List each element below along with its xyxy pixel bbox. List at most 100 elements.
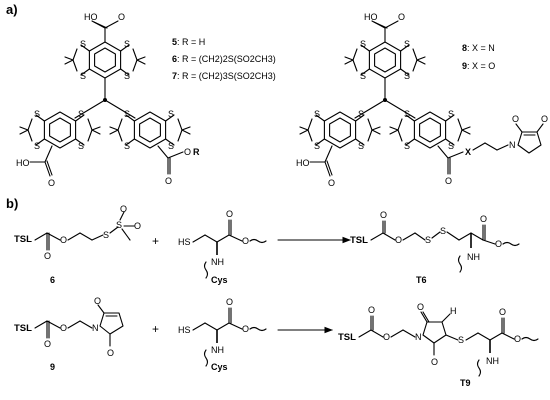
svg-text:TSL: TSL [14, 234, 32, 245]
svg-text:O: O [328, 178, 335, 188]
svg-text:HO: HO [16, 158, 30, 168]
svg-text:O: O [445, 176, 452, 186]
svg-text:S: S [124, 71, 130, 81]
svg-text:O: O [495, 239, 502, 249]
svg-text:S: S [80, 71, 86, 81]
svg-text:O: O [118, 12, 125, 22]
svg-text:TSL: TSL [338, 332, 356, 343]
svg-text:S: S [80, 39, 86, 49]
svg-text:S: S [360, 39, 366, 49]
legend-r-groups: 5: R = H 6: R = (CH2)2S(SO2CH3) 7: R = (… [172, 37, 276, 81]
svg-text:O: O [60, 323, 67, 333]
compound-label-t6: T6 [416, 275, 427, 285]
svg-text:O: O [242, 324, 249, 334]
svg-text:O: O [48, 178, 55, 188]
svg-text:O: O [431, 357, 438, 367]
svg-text:HS: HS [178, 325, 191, 335]
svg-text:O: O [499, 307, 506, 317]
svg-text:S: S [358, 141, 364, 151]
svg-text:O: O [514, 334, 521, 344]
svg-text:O: O [383, 332, 390, 342]
svg-text:O: O [226, 209, 233, 219]
svg-text:S: S [168, 109, 174, 119]
svg-text:O: O [395, 235, 402, 245]
svg-text:O: O [226, 297, 233, 307]
svg-text:+: + [152, 234, 159, 248]
svg-text:S: S [358, 109, 364, 119]
svg-text:O: O [44, 339, 51, 349]
reaction-row-2: TSL O O N O O 9 + HS NH O O [14, 296, 539, 388]
product-t6: TSL O O S S NH O O T6 [350, 210, 520, 285]
cysteine-residue-1: HS NH O O Cys [178, 209, 267, 285]
svg-text:S: S [124, 109, 130, 119]
compound-label-9: 9 [50, 362, 55, 372]
svg-text:O: O [107, 348, 114, 358]
legend-line-5: 5: R = H [172, 37, 205, 47]
svg-text:N: N [92, 323, 99, 333]
svg-text:S: S [78, 141, 84, 151]
svg-text:NH: NH [211, 345, 224, 355]
reaction-row-1: TSL O O S S O O 6 + HS NH O [14, 204, 520, 285]
svg-text:+: + [152, 322, 159, 336]
svg-text:NH: NH [211, 257, 224, 267]
svg-text:TSL: TSL [350, 235, 368, 246]
svg-text:O: O [541, 114, 548, 124]
legend-line-8: 8: X = N [462, 43, 495, 53]
legend-line-6: 6: R = (CH2)2S(SO2CH3) [172, 54, 276, 64]
svg-text:O: O [380, 210, 387, 220]
svg-text:O: O [120, 204, 127, 214]
legend-line-9: 9: X = O [462, 61, 495, 71]
svg-text:N: N [415, 332, 422, 342]
svg-text:S: S [34, 109, 40, 119]
compound-label-t9: T9 [460, 378, 471, 388]
svg-text:O: O [134, 221, 141, 231]
svg-text:S: S [103, 230, 109, 240]
legend-x-groups: 8: X = N 9: X = O [462, 43, 495, 71]
svg-text:S: S [124, 39, 130, 49]
svg-text:O: O [512, 114, 519, 124]
compound-label-cys-1: Cys [211, 275, 228, 285]
svg-text:S: S [404, 141, 410, 151]
legend-line-7: 7: R = (CH2)3S(SO2CH3) [172, 71, 276, 81]
svg-text:S: S [404, 39, 410, 49]
svg-text:NH: NH [486, 356, 499, 366]
atom-ho-top-left: HO [84, 12, 98, 22]
trityl-structure-left: SS SS HO O SS SS HO O SS SS O O R [16, 12, 200, 188]
atom-o-r: O [184, 147, 191, 157]
svg-text:S: S [458, 335, 464, 345]
panel-label-b: b) [6, 196, 18, 211]
trityl-structure-right: SS SS HO O SS SS HO O SS SS O X N [296, 12, 548, 188]
svg-text:S: S [116, 220, 122, 230]
panel-label-a: a) [6, 2, 18, 17]
svg-text:HO: HO [364, 12, 378, 22]
svg-text:S: S [448, 109, 454, 119]
svg-text:O: O [480, 214, 487, 224]
svg-text:S: S [404, 71, 410, 81]
svg-text:HO: HO [296, 158, 310, 168]
svg-text:S: S [425, 235, 431, 245]
svg-text:S: S [168, 141, 174, 151]
svg-text:O: O [44, 251, 51, 261]
svg-text:O: O [165, 176, 172, 186]
svg-text:HS: HS [178, 237, 191, 247]
svg-text:O: O [417, 302, 424, 312]
svg-text:O: O [242, 236, 249, 246]
cysteine-residue-2: HS NH O O Cys [178, 297, 267, 372]
svg-text:NH: NH [467, 252, 480, 262]
svg-text:TSL: TSL [14, 323, 32, 334]
svg-text:S: S [314, 141, 320, 151]
svg-text:H: H [450, 306, 457, 316]
svg-text:O: O [60, 235, 67, 245]
compound-label-cys-2: Cys [211, 362, 228, 372]
svg-text:S: S [360, 71, 366, 81]
svg-text:S: S [404, 109, 410, 119]
svg-text:S: S [440, 226, 446, 236]
atom-r-group: R [193, 147, 200, 157]
svg-text:S: S [448, 141, 454, 151]
compound-label-6: 6 [50, 275, 55, 285]
svg-text:S: S [124, 141, 130, 151]
svg-text:S: S [34, 141, 40, 151]
svg-text:O: O [368, 305, 375, 315]
